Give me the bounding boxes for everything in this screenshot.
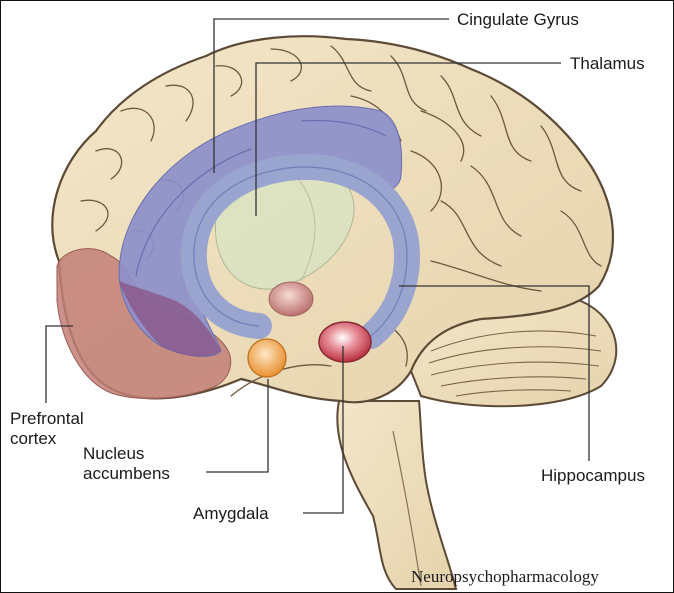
credit-text: Neuropsychopharmacology (411, 567, 599, 587)
label-nucleus-accumbens-line1: Nucleus (83, 444, 144, 463)
label-amygdala: Amygdala (193, 504, 269, 523)
label-nucleus-accumbens-line2: accumbens (83, 464, 170, 483)
label-prefrontal-cortex-line1: Prefrontal (10, 409, 84, 428)
label-hippocampus: Hippocampus (541, 466, 645, 485)
brainstem (337, 401, 456, 589)
leader-nucleus-accumbens (206, 379, 268, 472)
label-cingulate-gyrus: Cingulate Gyrus (457, 10, 579, 29)
amygdala-structure (319, 322, 371, 362)
nucleus-accumbens-structure (248, 339, 286, 377)
label-thalamus: Thalamus (570, 54, 645, 73)
label-prefrontal-cortex-line2: cortex (10, 429, 56, 448)
small-nucleus (269, 282, 313, 316)
